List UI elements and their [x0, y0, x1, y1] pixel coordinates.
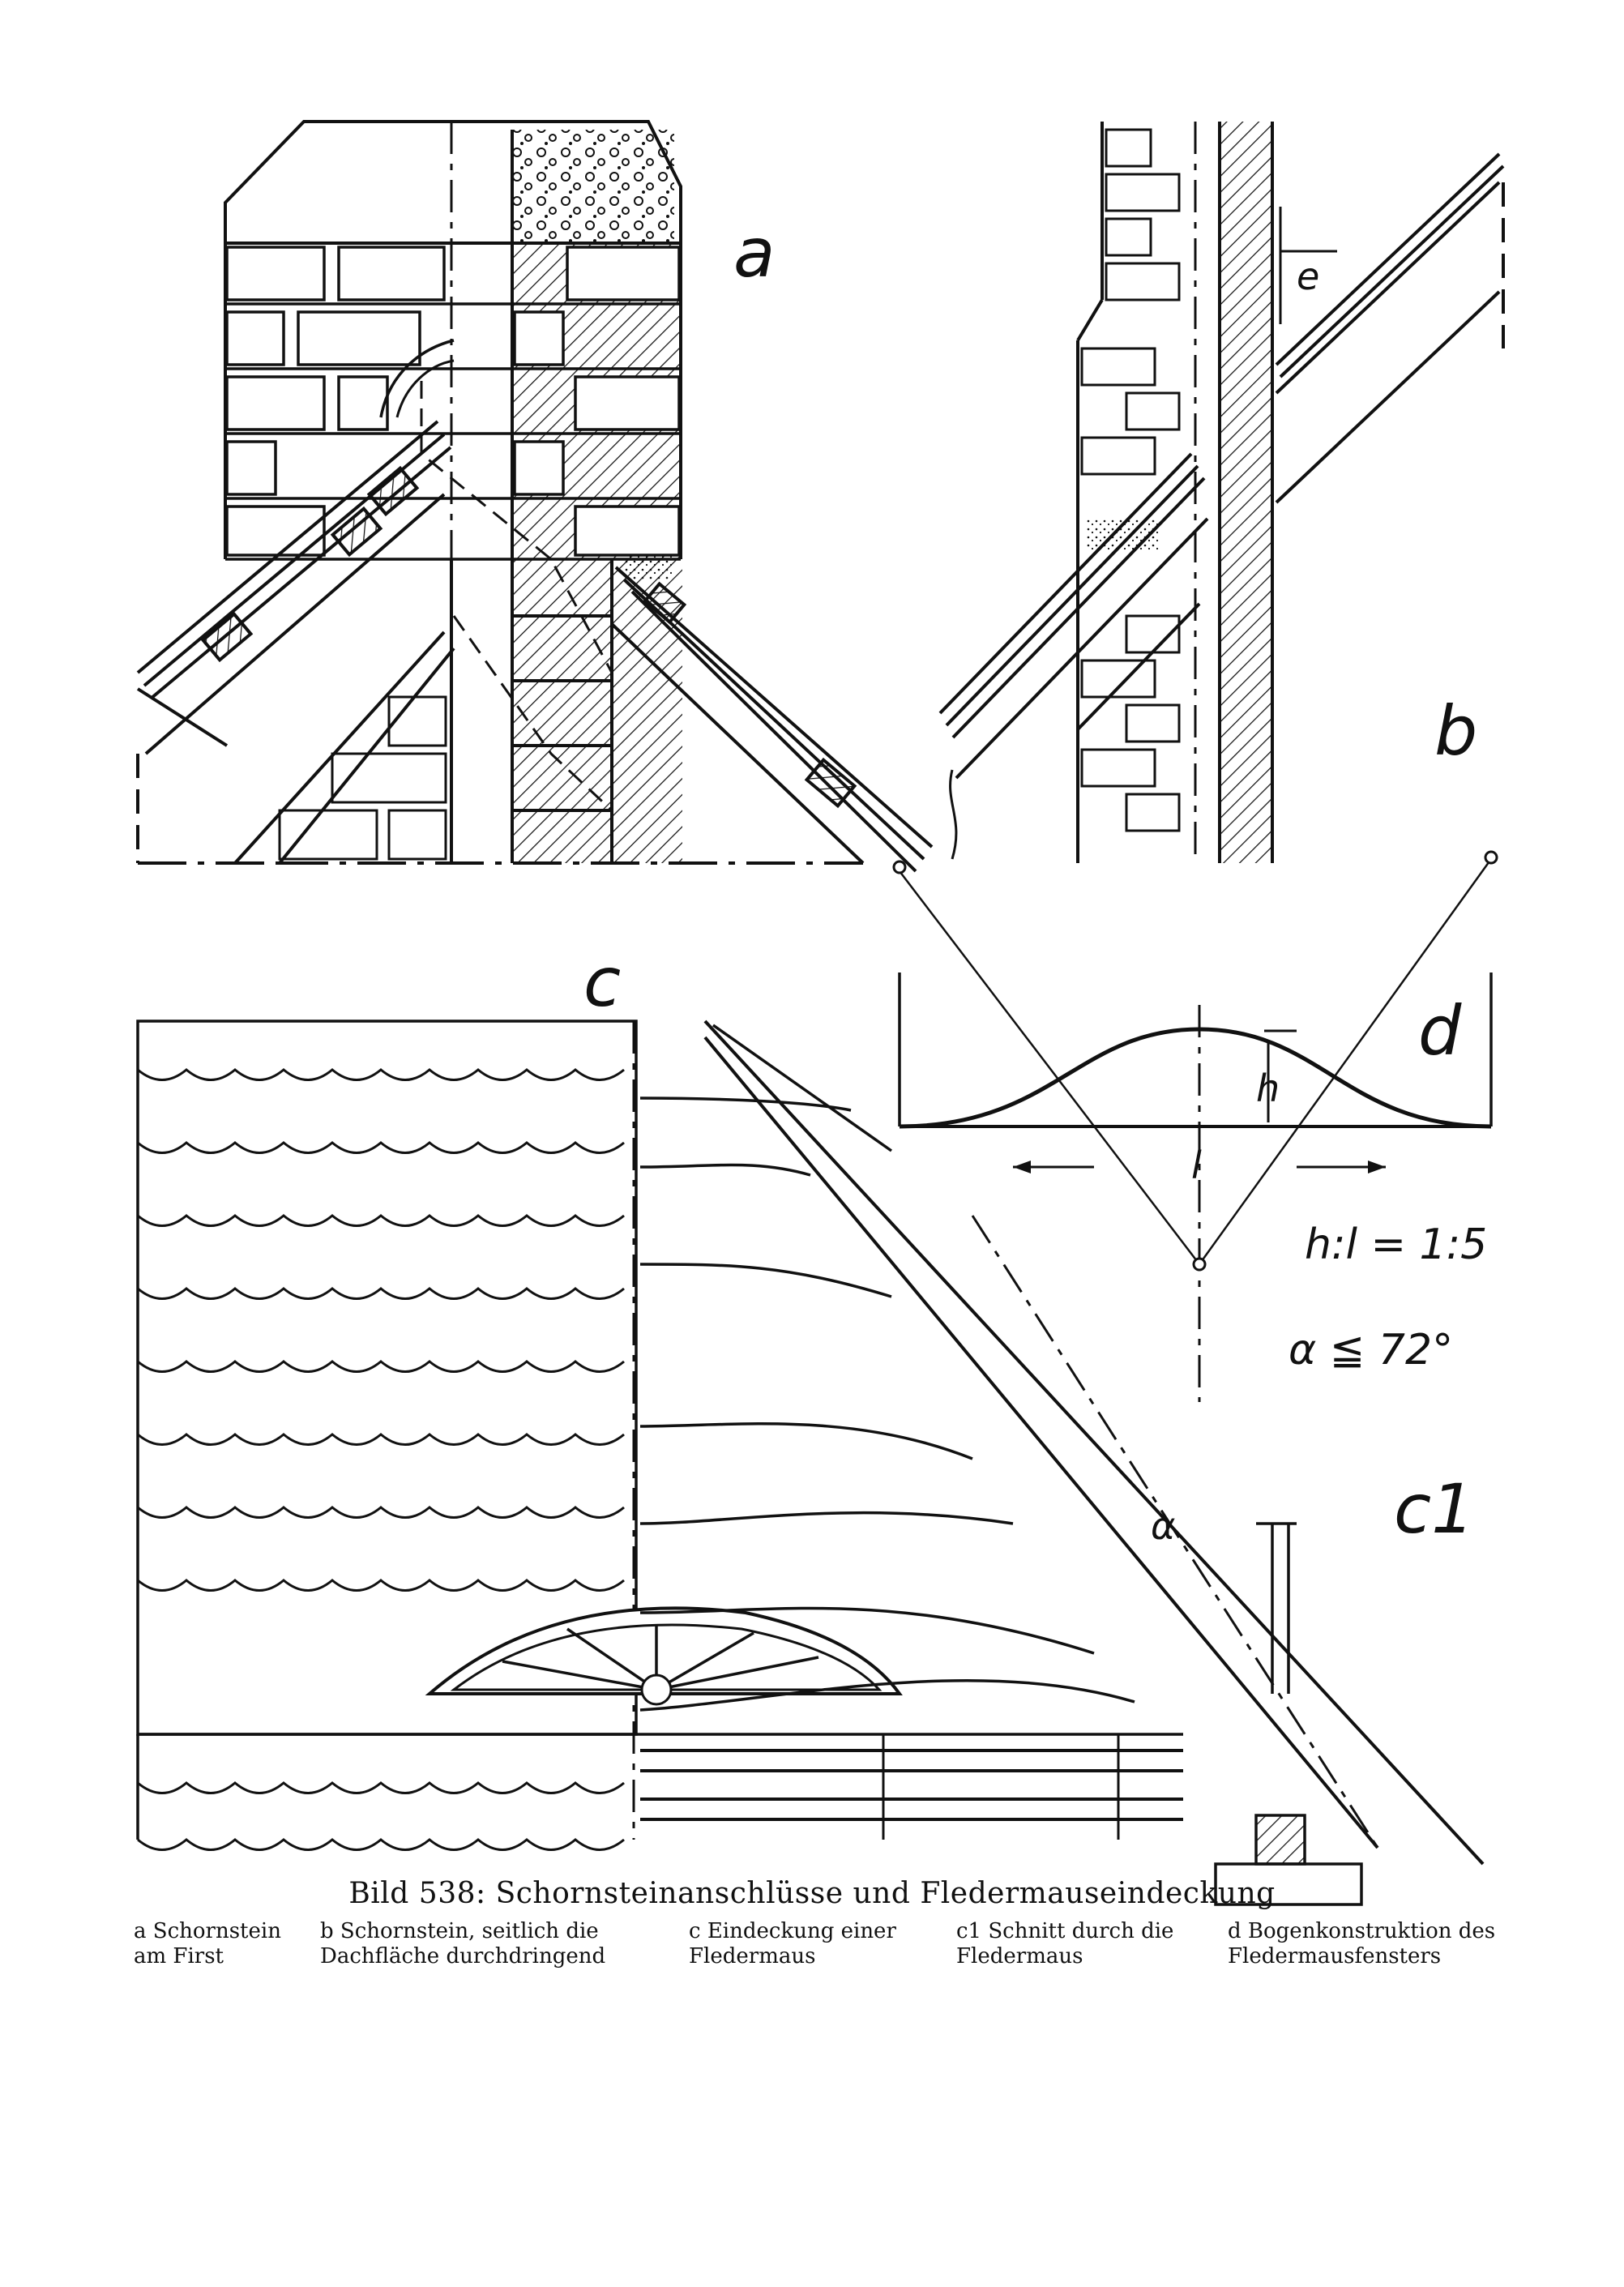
- label-h: h: [1256, 1067, 1280, 1110]
- label-d: d: [1418, 991, 1462, 1071]
- label-e: e: [1297, 254, 1320, 298]
- formula-ratio: h:l = 1:5: [1305, 1220, 1488, 1269]
- label-l: l: [1191, 1144, 1202, 1187]
- label-alpha: α: [1151, 1504, 1176, 1548]
- drawing-b-chimney-penetrating-roof: [938, 122, 1505, 863]
- label-a: a: [733, 213, 776, 293]
- formula-angle: α ≦ 72°: [1289, 1326, 1454, 1374]
- legend-a: a Schornstein am First: [134, 1919, 281, 1969]
- drawing-a-chimney-at-ridge: [136, 120, 934, 873]
- legend-c1: c1 Schnitt durch die Fledermaus: [956, 1919, 1174, 1969]
- drawing-d-arch-construction: [892, 850, 1498, 1402]
- legend-b: b Schornstein, seitlich die Dachfläche d…: [320, 1919, 606, 1969]
- figure-caption: Bild 538: Schornsteinanschlüsse und Fled…: [348, 1877, 1276, 1910]
- label-b: b: [1434, 691, 1478, 771]
- legend-c: c Eindeckung einer Fledermaus: [689, 1919, 896, 1969]
- drawing-c-bat-dormer-covering: [136, 1020, 1485, 1906]
- legend-d: d Bogenkonstruktion des Fledermausfenste…: [1228, 1919, 1496, 1969]
- roof-slope-left: [136, 420, 452, 865]
- roof-slope-right: [610, 566, 934, 873]
- label-c: c: [583, 943, 622, 1022]
- label-c1: c1: [1394, 1469, 1475, 1549]
